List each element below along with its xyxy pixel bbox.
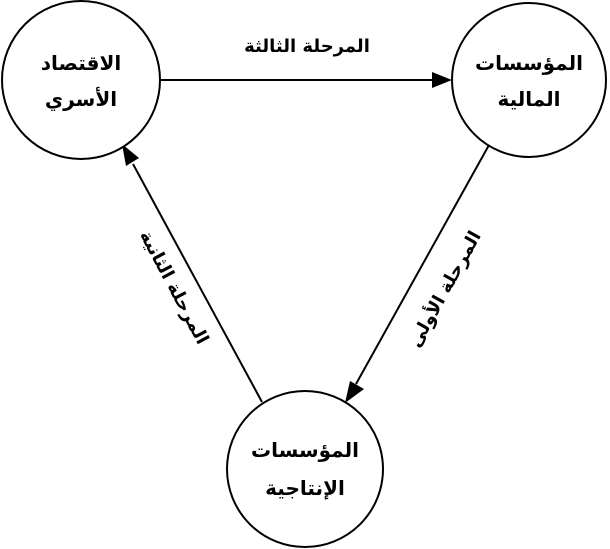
node-productive-institutions: المؤسسات الإنتاجية (226, 390, 384, 548)
node-productive-institutions-line2: الإنتاجية (265, 476, 345, 500)
node-family-economy-line1: الاقتصاد (41, 51, 122, 75)
edge-second-stage-line (132, 163, 263, 403)
node-family-economy-circle (1, 0, 161, 160)
edge-first-stage-line (355, 144, 490, 385)
edge-second-stage: المرحلة الثانية (122, 144, 263, 403)
edge-third-stage-label: المرحلة الثالثة (244, 36, 370, 57)
node-productive-institutions-line1: المؤسسات (251, 438, 359, 462)
node-productive-institutions-circle (226, 390, 384, 548)
edge-first-stage-arrowhead (345, 381, 364, 403)
edge-third-stage: المرحلة الثالثة (160, 36, 452, 88)
node-financial-institutions-line1: المؤسسات (475, 51, 583, 75)
node-financial-institutions-line2: المالية (497, 87, 560, 111)
edge-first-stage: المرحلة الأولى (345, 144, 490, 403)
node-financial-institutions-circle (451, 2, 607, 158)
edge-second-stage-arrowhead (122, 144, 139, 166)
node-family-economy: الاقتصاد الأسري (1, 0, 161, 160)
edge-third-stage-arrowhead (432, 72, 452, 88)
edge-first-stage-label: المرحلة الأولى (404, 227, 486, 351)
node-family-economy-line2: الأسري (45, 86, 117, 112)
node-financial-institutions: المؤسسات المالية (451, 2, 607, 158)
